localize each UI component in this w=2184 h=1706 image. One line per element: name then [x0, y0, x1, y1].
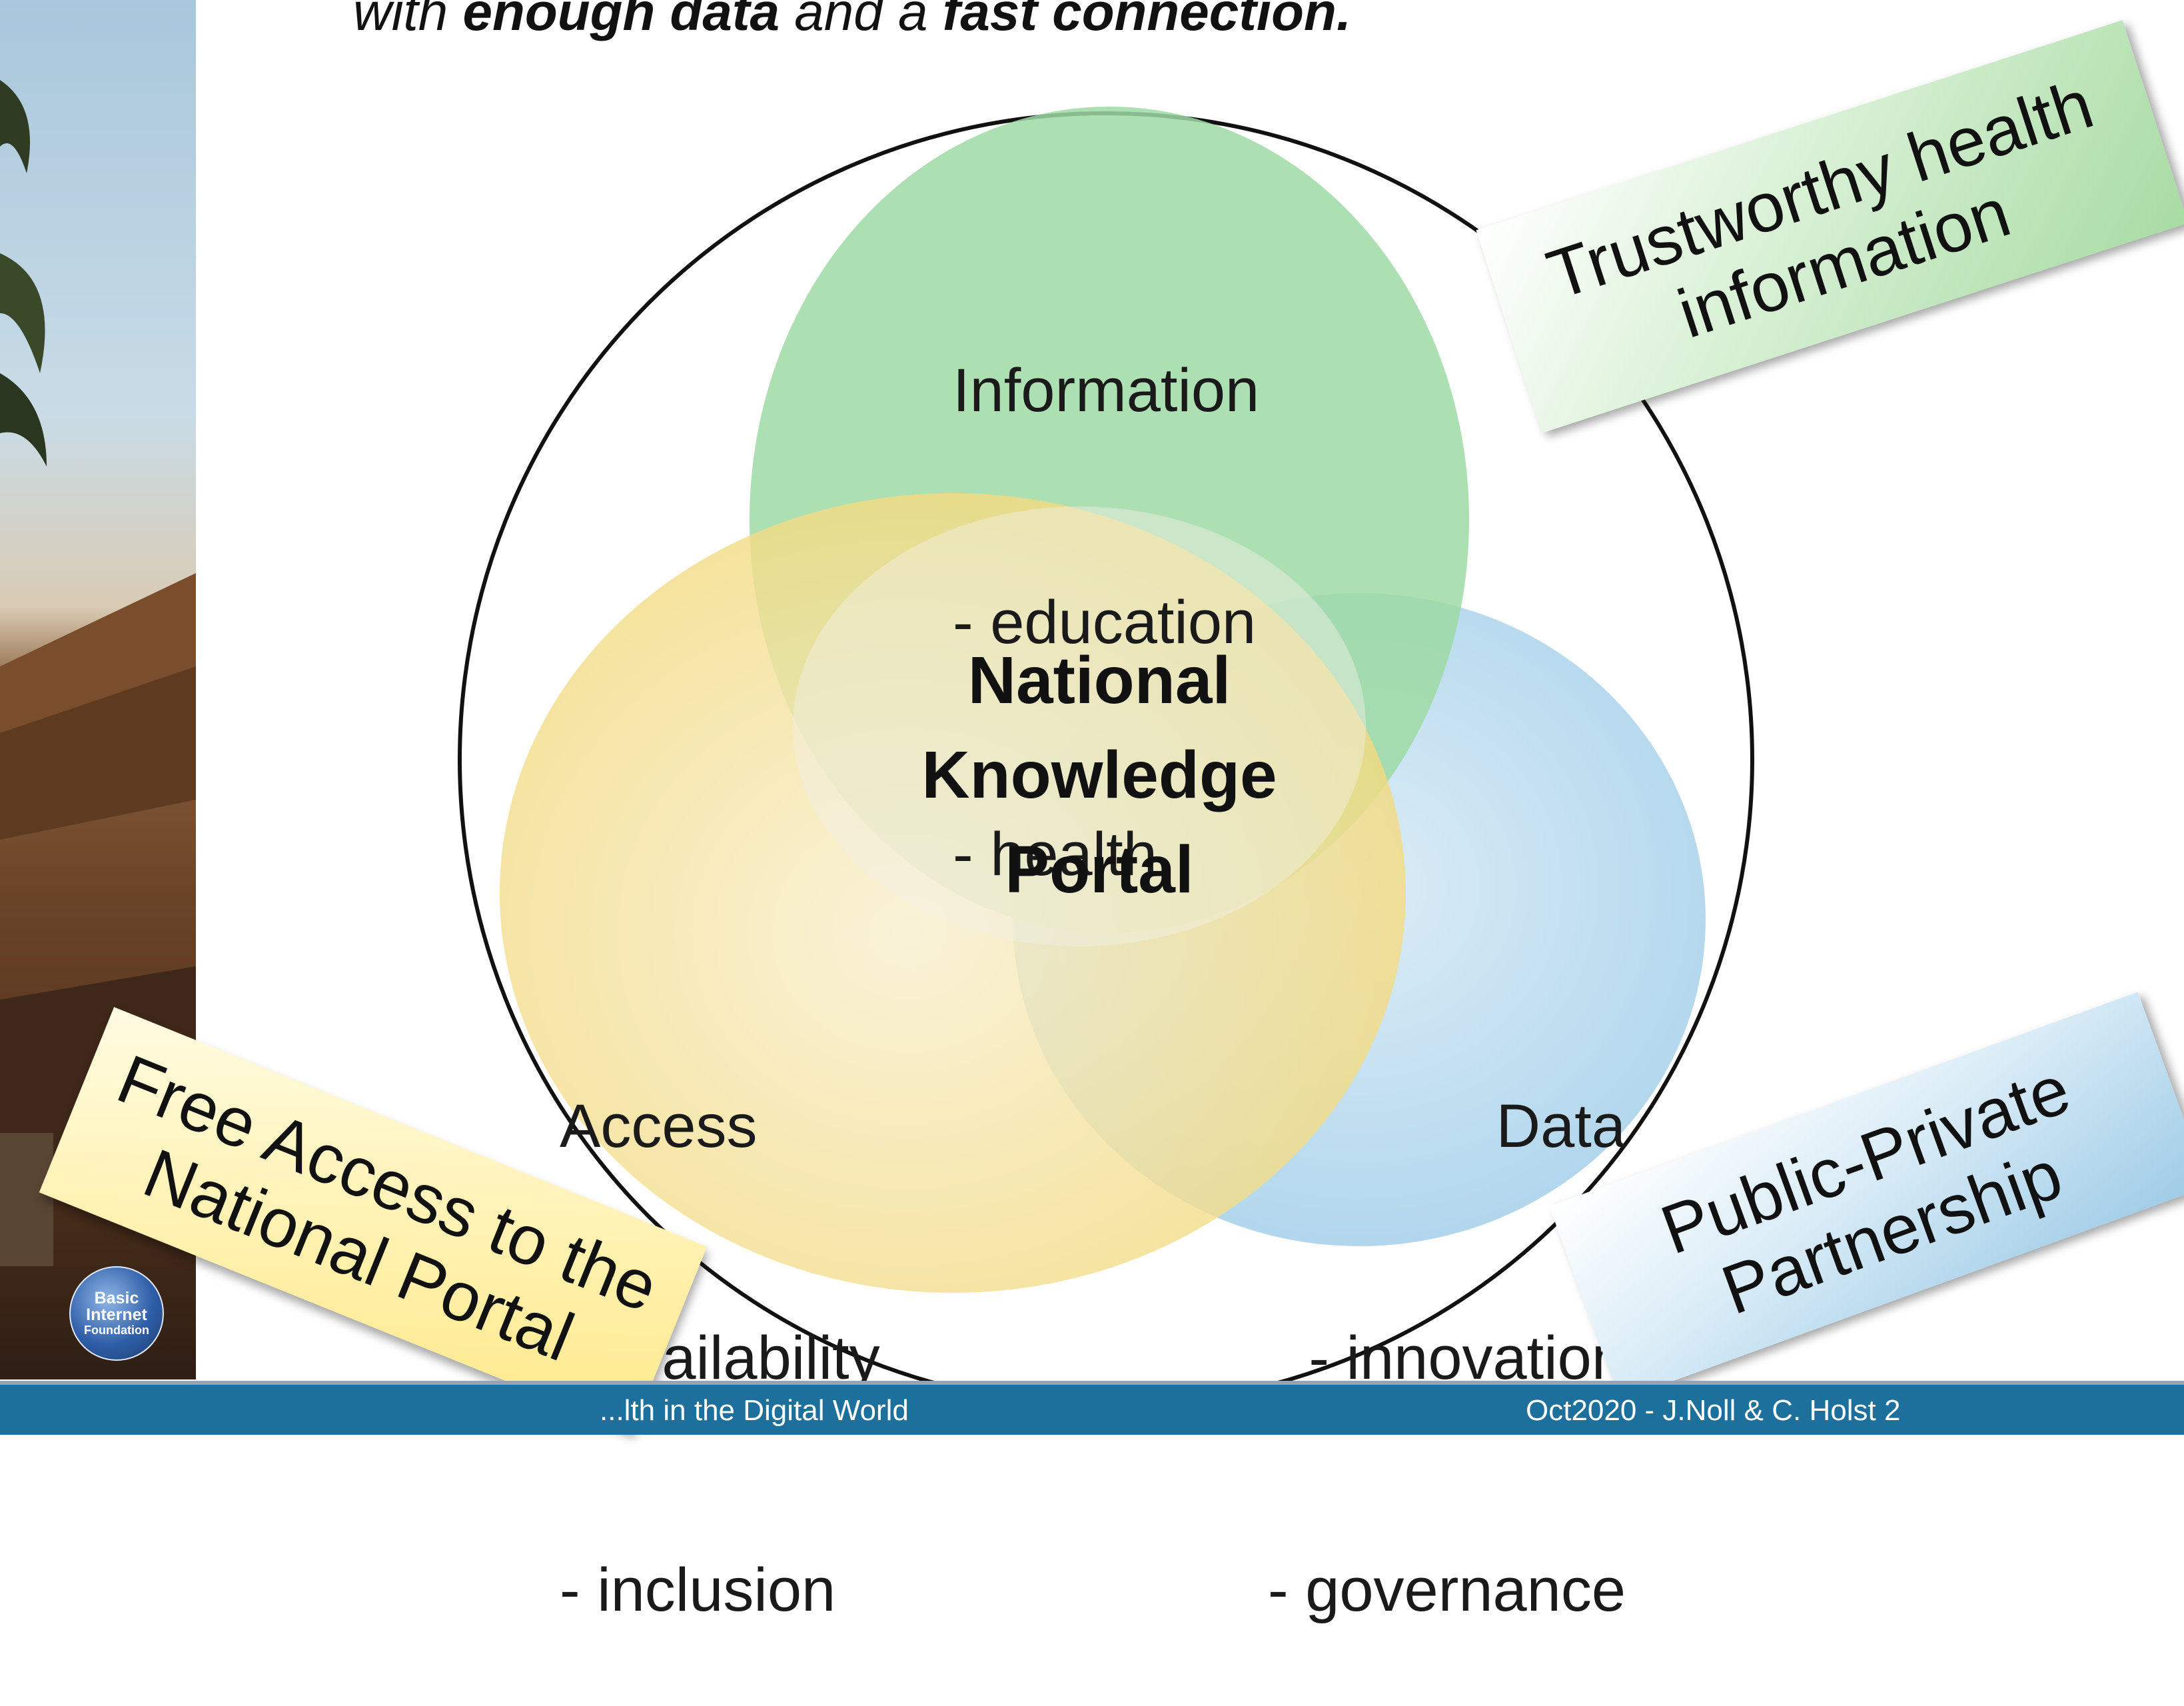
center-label: National Knowledge Portal — [921, 643, 1277, 907]
access-ellipse — [500, 493, 1406, 1293]
basic-internet-logo: Basic Internet Foundation — [69, 1266, 164, 1361]
center-highlight — [793, 506, 1366, 946]
data-label: Data - innovation - governance — [1268, 1092, 1626, 1624]
footer-bar: ...lth in the Digital World Oct2020 - J.… — [0, 1381, 2184, 1435]
venn-diagram — [458, 107, 1754, 1408]
footer-right-text: Oct2020 - J.Noll & C. Holst 2 — [1526, 1394, 1901, 1427]
information-label: Information - education - health — [953, 357, 1260, 888]
headline: with enough data and a fast connection. — [353, 0, 1352, 41]
footer-left-text: ...lth in the Digital World — [600, 1394, 909, 1427]
